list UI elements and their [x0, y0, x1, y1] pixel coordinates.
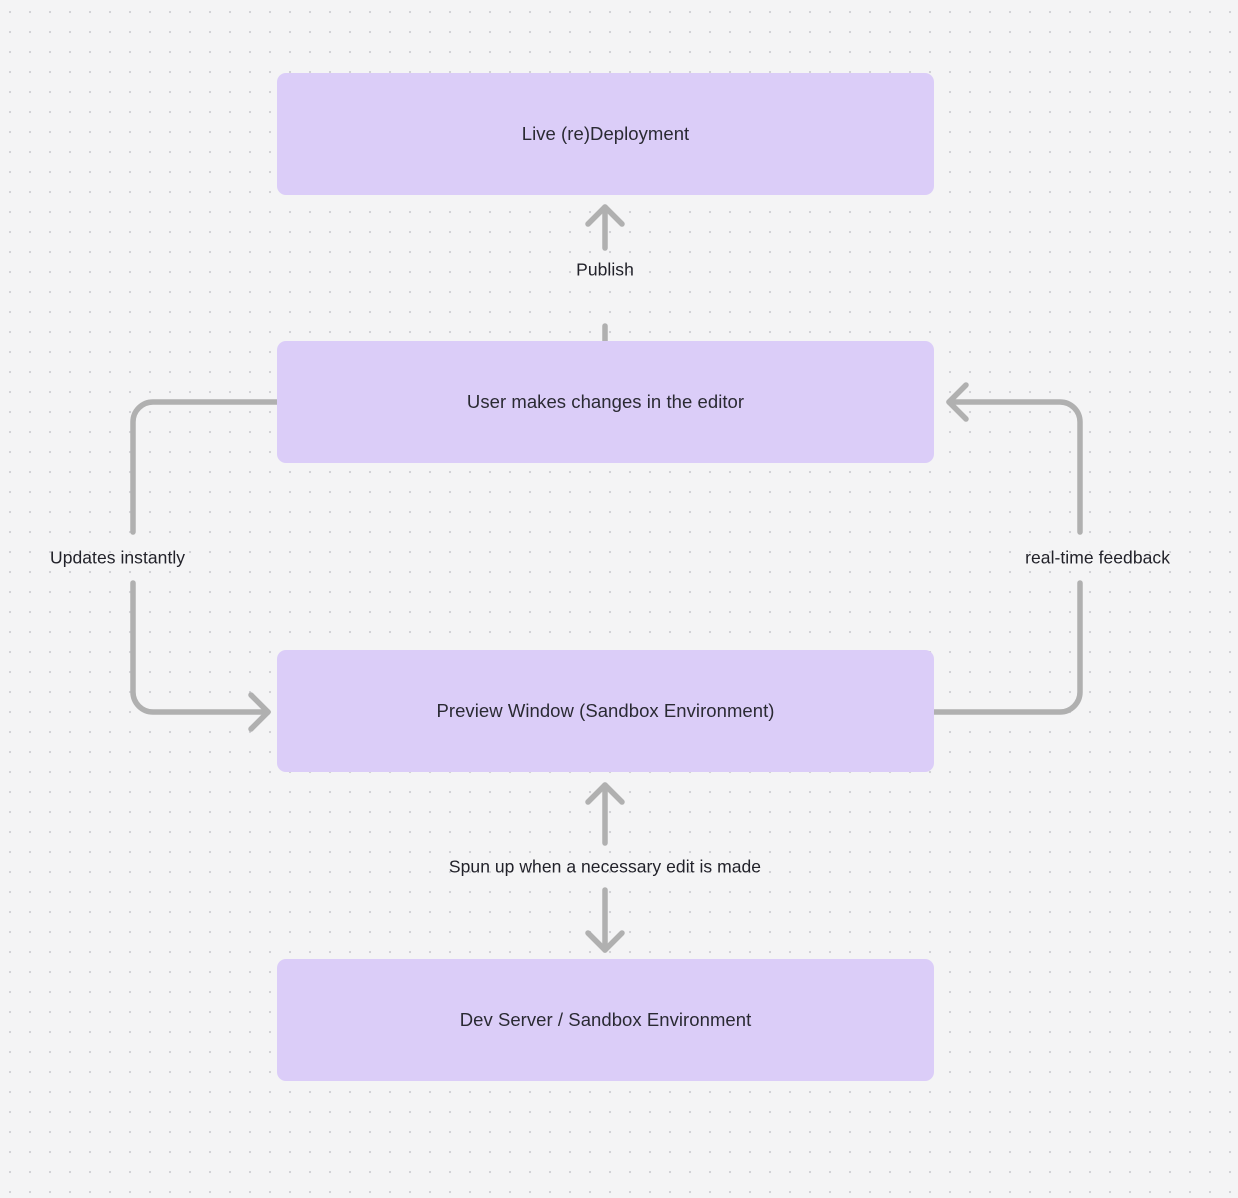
edge-label-spun-up: Spun up when a necessary edit is made: [448, 856, 762, 877]
node-preview-window[interactable]: Preview Window (Sandbox Environment): [277, 650, 934, 772]
edge-label-updates-instantly: Updates instantly: [50, 547, 186, 568]
node-user-edits[interactable]: User makes changes in the editor: [277, 341, 934, 463]
node-live-deployment-label: Live (re)Deployment: [521, 123, 690, 145]
node-dev-server[interactable]: Dev Server / Sandbox Environment: [277, 959, 934, 1081]
node-preview-window-label: Preview Window (Sandbox Environment): [436, 700, 775, 722]
edge-label-real-time-feedback: real-time feedback: [1025, 547, 1170, 568]
edge-label-publish: Publish: [576, 259, 634, 280]
node-live-deployment[interactable]: Live (re)Deployment: [277, 73, 934, 195]
node-dev-server-label: Dev Server / Sandbox Environment: [459, 1009, 752, 1031]
node-user-edits-label: User makes changes in the editor: [466, 391, 745, 413]
